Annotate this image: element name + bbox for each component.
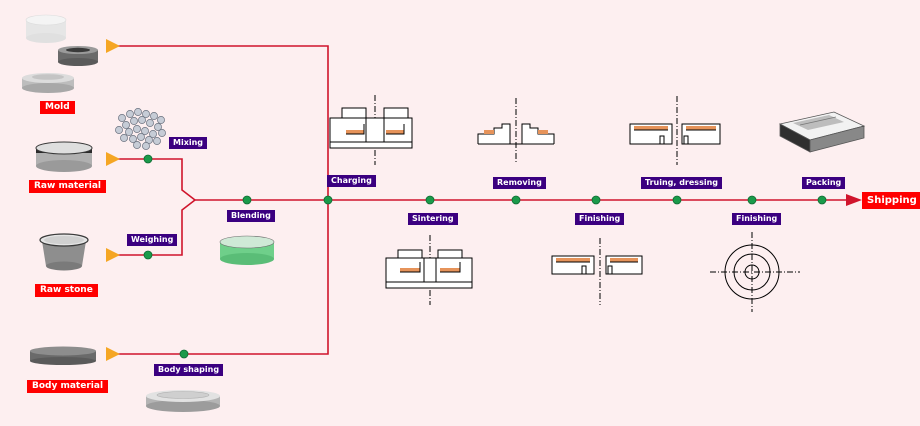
node-body-shaping <box>179 349 189 359</box>
blending-label: Blending <box>227 210 275 222</box>
node-charging <box>323 195 333 205</box>
body-shaping-label: Body shaping <box>154 364 224 376</box>
mold-arrow-icon <box>106 39 120 53</box>
charging-label: Charging <box>327 175 376 187</box>
input-arrow-heads <box>106 39 120 361</box>
charging-drawing <box>329 95 413 165</box>
node-finishing-2 <box>747 195 757 205</box>
body-material-line <box>118 200 329 355</box>
finishing-2-target-icon <box>710 232 800 312</box>
weighing-label: Weighing <box>127 234 178 246</box>
raw-stone-label: Raw stone <box>35 284 98 297</box>
node-weighing <box>143 250 153 260</box>
sintering-drawing <box>385 235 473 305</box>
removing-label: Removing <box>493 177 546 189</box>
raw-material-label: Raw material <box>29 180 106 193</box>
finishing-1-drawing <box>551 238 643 305</box>
body-material-icon <box>30 346 96 365</box>
mold-line <box>118 45 329 200</box>
truing-dressing-label: Truing, dressing <box>641 177 722 189</box>
mixing-label: Mixing <box>169 137 208 149</box>
mixing-granules-icon <box>115 108 166 150</box>
shipping-label: Shipping <box>862 192 920 209</box>
packing-box-icon <box>778 111 866 153</box>
truing-drawing <box>629 96 721 165</box>
finishing-2-label: Finishing <box>732 213 782 225</box>
node-blending <box>242 195 252 205</box>
mold-label: Mold <box>40 101 75 114</box>
raw-stone-arrow-icon <box>106 248 120 262</box>
node-mixing <box>143 154 153 164</box>
node-sintering <box>425 195 435 205</box>
node-packing <box>817 195 827 205</box>
body-material-arrow-icon <box>106 347 120 361</box>
raw-stone-line <box>118 199 196 256</box>
raw-material-icon <box>35 141 93 172</box>
finishing-1-label: Finishing <box>575 213 625 225</box>
packing-label: Packing <box>802 177 846 189</box>
sintering-label: Sintering <box>408 213 458 225</box>
flow-nodes <box>143 154 827 359</box>
body-material-label: Body material <box>27 380 109 393</box>
mold-icon <box>22 14 98 93</box>
flow-lines <box>118 45 848 355</box>
raw-stone-icon <box>39 233 89 271</box>
removing-drawing <box>477 98 555 162</box>
node-truing <box>672 195 682 205</box>
body-shaping-icon <box>146 390 220 412</box>
node-removing <box>511 195 521 205</box>
node-finishing-1 <box>591 195 601 205</box>
blended-disc-icon <box>219 235 275 265</box>
shipping-arrow-head <box>846 194 862 206</box>
raw-material-line <box>118 158 196 201</box>
raw-material-arrow-icon <box>106 152 120 166</box>
